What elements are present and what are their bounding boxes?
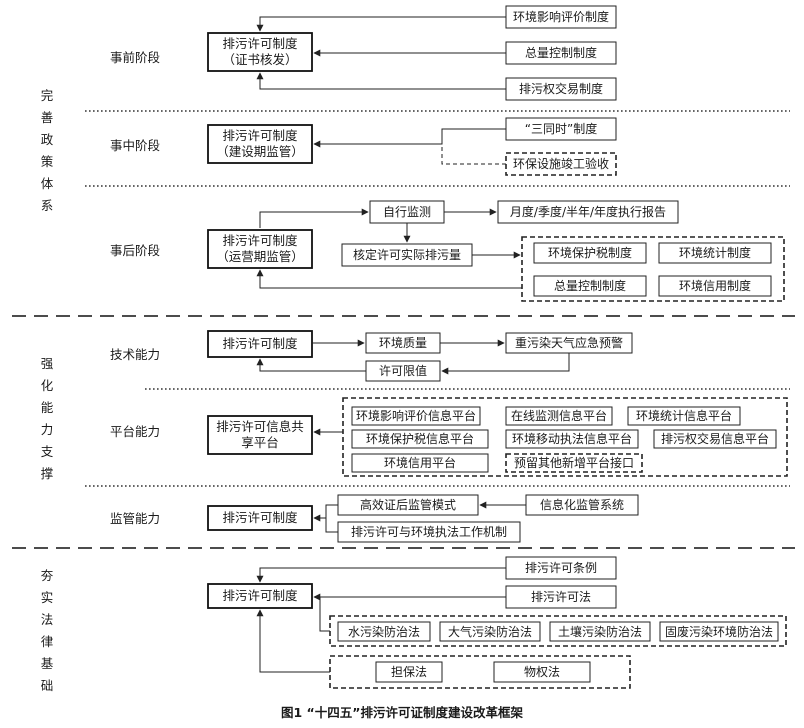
box-env-stat — [658, 242, 772, 264]
box-total-control-1-label: 总量控制制度 — [525, 45, 597, 60]
box-total-control-2-label: 总量控制制度 — [554, 278, 626, 293]
platform-enforce-label: 环境移动执法信息平台 — [512, 431, 632, 446]
law-solid — [659, 621, 779, 642]
platform-stat — [627, 406, 741, 426]
box-execution-report-label: 月度/季度/半年/年度执行报告 — [510, 204, 666, 219]
arrow-civil-to-legal — [256, 609, 330, 673]
main-box-operation-line1: 排污许可制度 — [222, 233, 298, 248]
law-soil — [549, 621, 651, 642]
main-box-construction-line1: 排污许可制度 — [222, 128, 298, 143]
box-weather-alert-label: 重污染天气应急预警 — [515, 335, 623, 350]
main-box-construction-line2: （建设期监管） — [216, 144, 304, 159]
arrow-trade-to-cert — [256, 72, 506, 90]
law-water — [337, 621, 431, 642]
platform-trade — [653, 429, 777, 449]
box-env-credit-label: 环境信用制度 — [679, 278, 751, 293]
box-acceptance-label: 环保设施竣工验收 — [513, 156, 609, 171]
platform-enforce — [505, 429, 639, 449]
box-env-stat-label: 环境统计制度 — [679, 245, 751, 260]
box-three-simultaneous-label: “三同时”制度 — [525, 121, 597, 136]
group-post-policies — [521, 236, 785, 302]
main-box-platform — [207, 415, 313, 455]
main-box-tech — [207, 330, 313, 358]
law-solid-label: 固废污染环境防治法 — [665, 624, 773, 639]
link-acceptance — [441, 144, 506, 165]
group-platforms — [342, 397, 788, 477]
section-label-legal: 夯实法律基础 — [41, 568, 54, 693]
law-property-label: 物权法 — [524, 665, 560, 679]
stage-label-tech: 技术能力 — [110, 347, 160, 362]
box-eia-system-label: 环境影响评价制度 — [513, 9, 609, 24]
box-env-credit — [658, 275, 772, 297]
arrow-three-to-construction — [313, 128, 506, 148]
box-env-tax — [533, 242, 647, 264]
platform-trade-label: 排污权交易信息平台 — [661, 431, 769, 446]
link-mechanism — [325, 518, 338, 533]
stage-label-pre: 事前阶段 — [110, 50, 160, 65]
law-guarantee — [375, 661, 443, 683]
platform-tax-label: 环境保护税信息平台 — [366, 431, 474, 446]
main-box-legal-label: 排污许可制度 — [222, 588, 298, 603]
main-box-supervision — [207, 505, 313, 531]
link-pollution-laws — [319, 597, 330, 632]
stage-label-post: 事后阶段 — [110, 243, 160, 258]
main-box-supervision-label: 排污许可制度 — [222, 510, 298, 525]
main-box-legal — [207, 583, 313, 609]
law-property — [493, 661, 591, 683]
box-emission-trading-label: 排污权交易制度 — [519, 81, 603, 96]
stage-label-supervision: 监管能力 — [110, 511, 160, 526]
box-env-quality-label: 环境质量 — [379, 335, 427, 350]
platform-online-label: 在线监测信息平台 — [511, 408, 607, 423]
main-box-certificate-line1: 排污许可制度 — [222, 36, 298, 51]
stage-label-mid: 事中阶段 — [110, 138, 160, 153]
main-box-operation-line2: （运营期监管） — [216, 249, 304, 264]
platform-eia-label: 环境影响评价信息平台 — [356, 408, 476, 423]
box-permit-limit-label: 许可限值 — [379, 363, 427, 378]
arrow-operation-to-selfmon — [259, 208, 369, 228]
arrow-eia-to-cert — [256, 16, 506, 32]
arrow-policies-to-operation — [256, 269, 522, 289]
main-box-tech-label: 排污许可制度 — [222, 336, 298, 351]
main-box-platform-line2: 享平台 — [241, 435, 279, 450]
law-soil-label: 土壤污染防治法 — [558, 624, 642, 639]
platform-eia — [351, 406, 481, 426]
law-air-label: 大气污染防治法 — [448, 624, 532, 639]
box-info-system-label: 信息化监管系统 — [540, 497, 624, 512]
figure-caption: 图1 “十四五”排污许可证制度建设改革框架 — [281, 705, 523, 720]
box-total-control-2 — [533, 275, 647, 297]
main-box-platform-line1: 排污许可信息共 — [216, 419, 304, 434]
stage-label-platform: 平台能力 — [110, 424, 160, 439]
platform-tax — [351, 429, 489, 449]
platform-stat-label: 环境统计信息平台 — [636, 408, 732, 423]
platform-credit-label: 环境信用平台 — [384, 455, 456, 470]
box-permit-regulation-label: 排污许可条例 — [525, 561, 597, 575]
box-execution-report — [497, 200, 679, 224]
law-water-label: 水污染防治法 — [348, 624, 420, 639]
main-box-construction — [207, 124, 313, 164]
box-post-supervision-mode-label: 高效证后监管模式 — [360, 497, 456, 512]
main-box-operation — [207, 229, 313, 269]
box-self-monitoring-label: 自行监测 — [383, 205, 431, 219]
platform-credit — [351, 453, 489, 473]
section-label-policy: 完善政策体系 — [41, 88, 54, 213]
arrow-limit-to-tech — [256, 358, 366, 372]
box-env-tax-label: 环境保护税制度 — [548, 245, 632, 260]
arrow-mode-to-supervision — [313, 504, 338, 522]
box-permit-law-label: 排污许可法 — [531, 590, 591, 604]
box-verify-emission-label: 核定许可实际排污量 — [353, 247, 461, 262]
platform-reserve — [505, 453, 643, 473]
main-box-certificate — [207, 32, 313, 72]
law-guarantee-label: 担保法 — [391, 665, 427, 679]
platform-reserve-label: 预留其他新增平台接口 — [514, 455, 634, 470]
arrow-regulation-to-legal — [256, 567, 506, 583]
law-air — [439, 621, 541, 642]
box-enforcement-mechanism-label: 排污许可与环境执法工作机制 — [351, 524, 507, 539]
platform-online — [505, 406, 613, 426]
main-box-certificate-line2: （证书核发） — [222, 52, 297, 67]
arrow-alert-to-limit — [441, 353, 570, 375]
section-label-capability: 强化能力支撑 — [41, 356, 54, 481]
